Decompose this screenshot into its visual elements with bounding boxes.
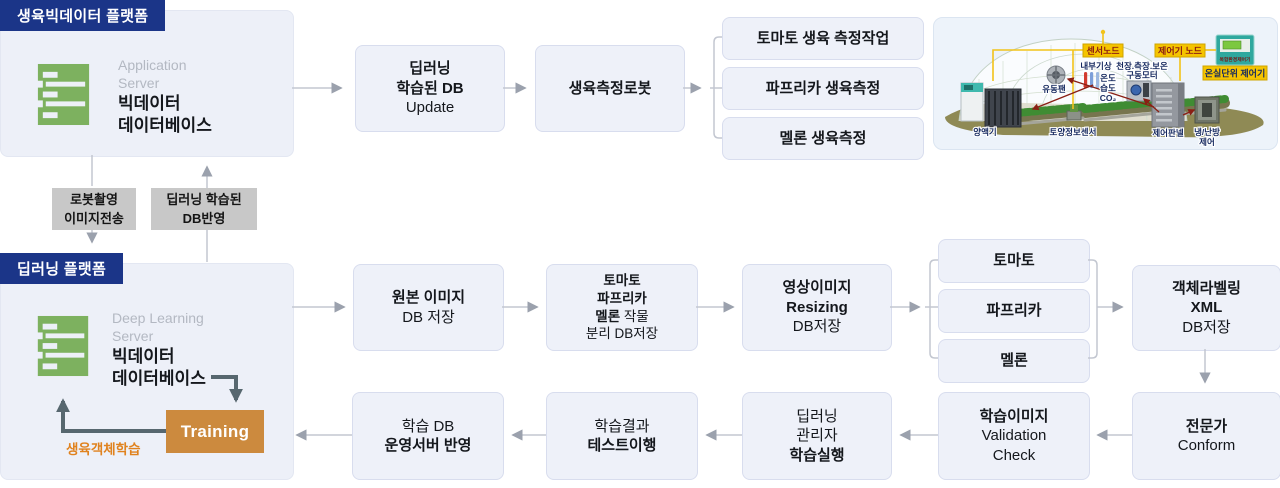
soil-sensor bbox=[1066, 105, 1082, 121]
box-deploy-db: 학습 DB 운영서버 반영 bbox=[352, 392, 504, 480]
temp-label: 온도 bbox=[1100, 73, 1116, 83]
motor-label-2: 구동모터 bbox=[1126, 70, 1157, 80]
box-expert-conform: 전문가 Conform bbox=[1132, 392, 1280, 480]
controller-node-label: 제어기 노드 bbox=[1158, 45, 1203, 56]
box-image-resizing-db: 영상이미지 Resizing DB저장 bbox=[742, 264, 892, 351]
device-label: 복합환경제어기 bbox=[1220, 56, 1251, 63]
control-panel-label: 제어판넬 bbox=[1152, 128, 1183, 138]
box-task-melon: 멜론 생육측정 bbox=[722, 117, 924, 160]
dl-platform-header: 딥러닝 플랫폼 bbox=[0, 253, 124, 284]
box-crop-separation-db: 토마토 파프리카 멜론 작물 분리 DB저장 bbox=[546, 264, 698, 351]
unit-controller-label: 온실단위 제어기 bbox=[1205, 68, 1265, 79]
box-training-execution: 딥러닝 관리자 학습실행 bbox=[742, 392, 892, 480]
hvac-label-2: 제어 bbox=[1199, 137, 1215, 147]
label-robot-image-transfer: 로봇촬영 이미지전송 bbox=[52, 188, 136, 230]
box-validation-check: 학습이미지 Validation Check bbox=[938, 392, 1090, 480]
box-crop-tomato: 토마토 bbox=[938, 239, 1090, 283]
unit-controller-device: 복합환경제어기 bbox=[1215, 34, 1255, 66]
hvac-unit bbox=[1194, 96, 1220, 124]
server-caption: Application Server bbox=[118, 57, 187, 91]
greenhouse-labels: 센서노드 제어기 노드 온실단위 제어기 내부기상 천장.측장.보온 구동모터 … bbox=[972, 43, 1268, 148]
nutrient-machine bbox=[960, 82, 1022, 128]
box-task-paprika: 파프리카 생육측정 bbox=[722, 67, 924, 110]
server-icon bbox=[32, 315, 94, 377]
training-note: 생육객체학습 bbox=[66, 442, 141, 457]
bigdata-platform-header: 생육빅데이터 플랫폼 bbox=[0, 0, 166, 31]
sensor-node-label: 센서노드 bbox=[1086, 45, 1120, 56]
hvac-label-1: 냉/난방 bbox=[1194, 127, 1220, 137]
server-title: 빅데이터 데이터베이스 bbox=[118, 94, 212, 136]
box-test-execution: 학습결과 테스트이행 bbox=[546, 392, 698, 480]
drive-motor bbox=[1126, 80, 1152, 102]
server-title: 빅데이터 데이터베이스 bbox=[112, 347, 206, 389]
server-caption: Deep Learning Server bbox=[112, 310, 204, 344]
box-crop-paprika: 파프리카 bbox=[938, 289, 1090, 333]
co2-label: CO₂ bbox=[1100, 93, 1117, 103]
training-box: Training bbox=[166, 410, 264, 453]
box-crop-melon: 멜론 bbox=[938, 339, 1090, 383]
box-object-labeling-xml: 객체라벨링 XML DB저장 bbox=[1132, 265, 1280, 351]
box-original-image-db: 원본 이미지 DB 저장 bbox=[353, 264, 504, 351]
box-growth-robot: 생육측정로봇 bbox=[535, 45, 685, 132]
nutrient-label: 양액기 bbox=[973, 127, 996, 137]
motor-label-1: 천장.측장.보온 bbox=[1116, 61, 1168, 71]
box-task-tomato: 토마토 생육 측정작업 bbox=[722, 17, 924, 60]
indoor-weather-label: 내부기상 bbox=[1080, 61, 1111, 71]
soil-sensor-label: 토양정보센서 bbox=[1050, 127, 1097, 137]
fan-label: 유동팬 bbox=[1042, 84, 1066, 94]
server-icon bbox=[32, 63, 95, 126]
greenhouse-illustration: 복합환경제어기 bbox=[933, 17, 1278, 150]
humidity-label: 습도 bbox=[1100, 83, 1116, 93]
control-panel bbox=[1151, 82, 1185, 128]
label-db-reflect: 딥러닝 학습된 DB반영 bbox=[151, 188, 257, 230]
fan bbox=[1046, 65, 1066, 85]
box-db-update: 딥러닝 학습된 DB Update bbox=[355, 45, 505, 132]
greenhouse-annotation-arrows bbox=[1031, 77, 1196, 116]
